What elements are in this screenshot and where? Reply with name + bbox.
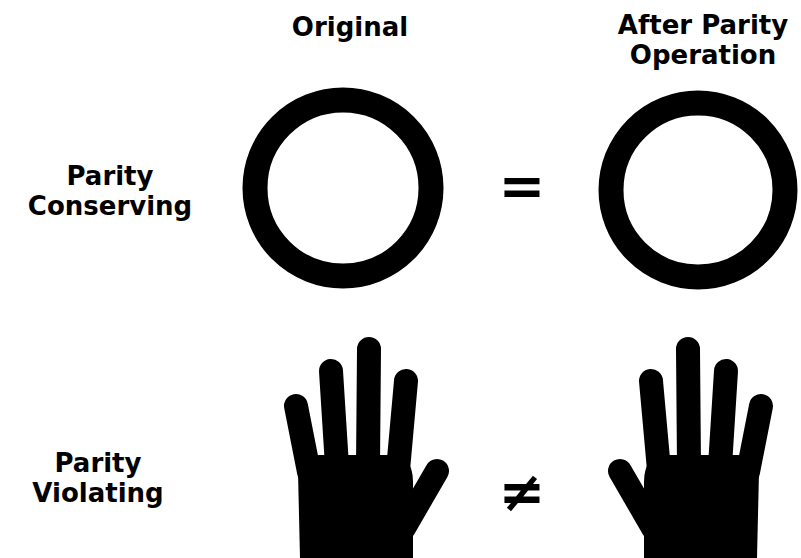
column-heading-box: After Parity Operation	[608, 11, 798, 71]
row-heading-box: Parity Conserving	[12, 162, 208, 222]
relation-symbol-box: =	[482, 154, 562, 218]
row-heading-box: Parity Violating	[8, 449, 188, 509]
ring-mirrored	[611, 103, 785, 277]
relation-symbol: =	[499, 154, 546, 218]
column-heading-box: Original	[220, 13, 480, 43]
ring-original	[255, 100, 431, 276]
relation-symbol-box: ≠	[482, 460, 562, 524]
row-heading: Parity Conserving	[12, 162, 208, 222]
hand-original	[296, 349, 437, 558]
hand-mirrored	[620, 349, 761, 558]
column-heading: Original	[292, 13, 408, 43]
row-heading: Parity Violating	[8, 449, 188, 509]
relation-symbol: ≠	[499, 460, 546, 524]
column-heading: After Parity Operation	[608, 11, 798, 71]
